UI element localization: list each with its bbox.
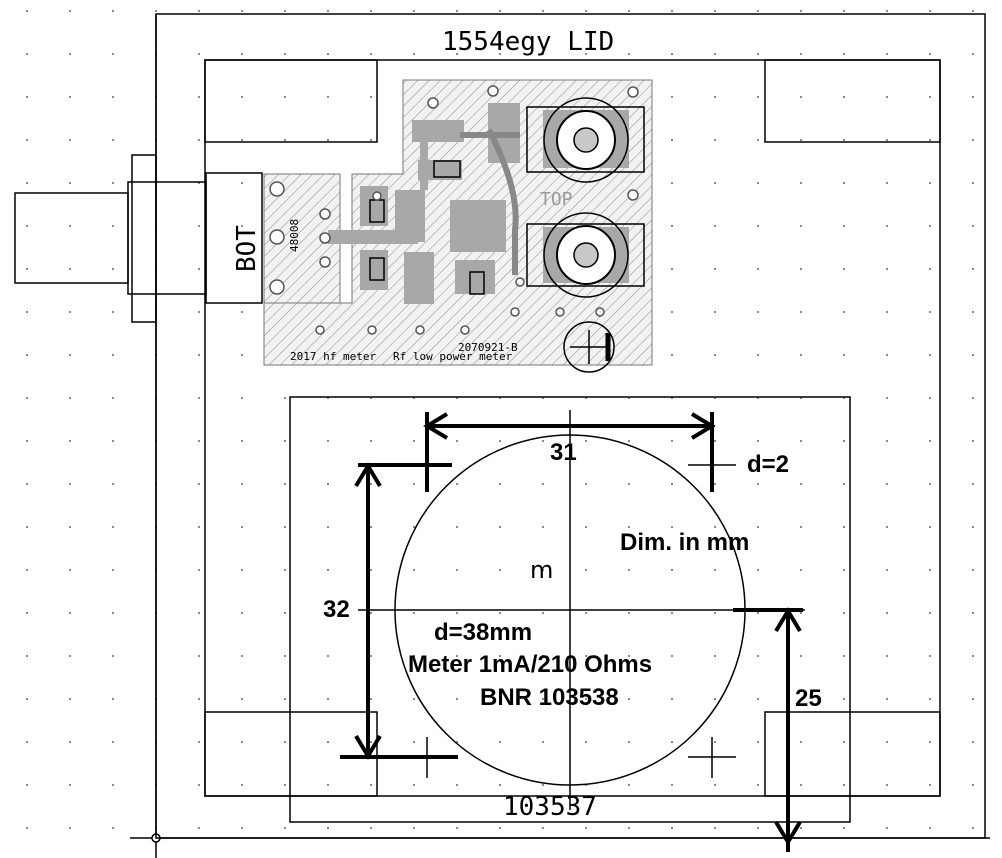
rf-connector (14, 154, 263, 323)
meter-part: BNR 103538 (480, 684, 619, 711)
bottom-label: 103537 (503, 792, 597, 822)
dim-vertical-25: 25 (795, 685, 822, 712)
meter-mount-outline (289, 396, 851, 823)
pcb-board (263, 79, 653, 373)
pcb-credit-text: 2017 hf meter (290, 350, 376, 363)
mounting-hole-marks (340, 412, 803, 778)
meter-spec: Meter 1mA/210 Ohms (408, 651, 652, 678)
connector-label: BOT (232, 225, 262, 272)
lid-inner-outline (204, 59, 941, 797)
enclosure-outline (155, 13, 986, 839)
dim-horizontal-31: 31 (550, 439, 577, 466)
dimension-arrows (354, 412, 802, 852)
corner-posts (204, 59, 941, 797)
pcb-title-text: Rf low power meter (393, 350, 513, 363)
meter-center-label: m (530, 556, 553, 584)
dim-hole-diameter: d=2 (747, 451, 789, 478)
pcb-id-text: 2070921-B (458, 341, 518, 354)
dim-vertical-32: 32 (323, 596, 350, 623)
meter-diameter: d=38mm (434, 619, 532, 646)
pcb-side-text: 48008 (288, 219, 301, 252)
lid-label: 1554egy LID (442, 27, 614, 57)
pcb-top-label: TOP (540, 189, 573, 210)
dim-units-note: Dim. in mm (620, 529, 749, 556)
